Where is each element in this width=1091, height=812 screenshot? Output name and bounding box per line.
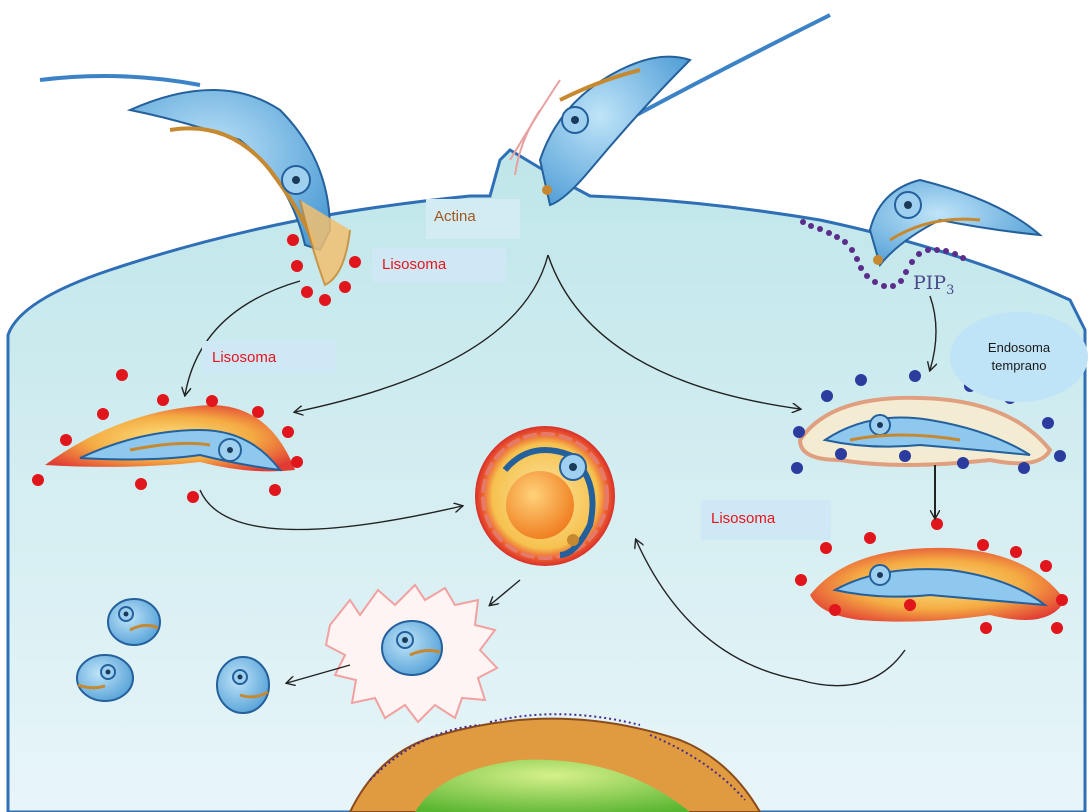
pip3-label-base: PIP — [913, 272, 946, 294]
lysosome-label-left: Lisosoma — [202, 341, 336, 375]
lysosome-label-right: Lisosoma — [701, 500, 831, 540]
early-endosome-text: Endosoma temprano — [969, 339, 1069, 375]
early-endosome-label: Endosoma temprano — [950, 312, 1088, 402]
pip3-label: PIP3 — [913, 272, 954, 298]
parasitophorous-vacuole — [475, 426, 615, 566]
lysosome-label-top: Lisosoma — [372, 248, 506, 282]
actin-label: Actina — [426, 199, 520, 239]
parasite-actin-entry — [510, 15, 830, 205]
pip3-label-subscript: 3 — [946, 283, 954, 298]
